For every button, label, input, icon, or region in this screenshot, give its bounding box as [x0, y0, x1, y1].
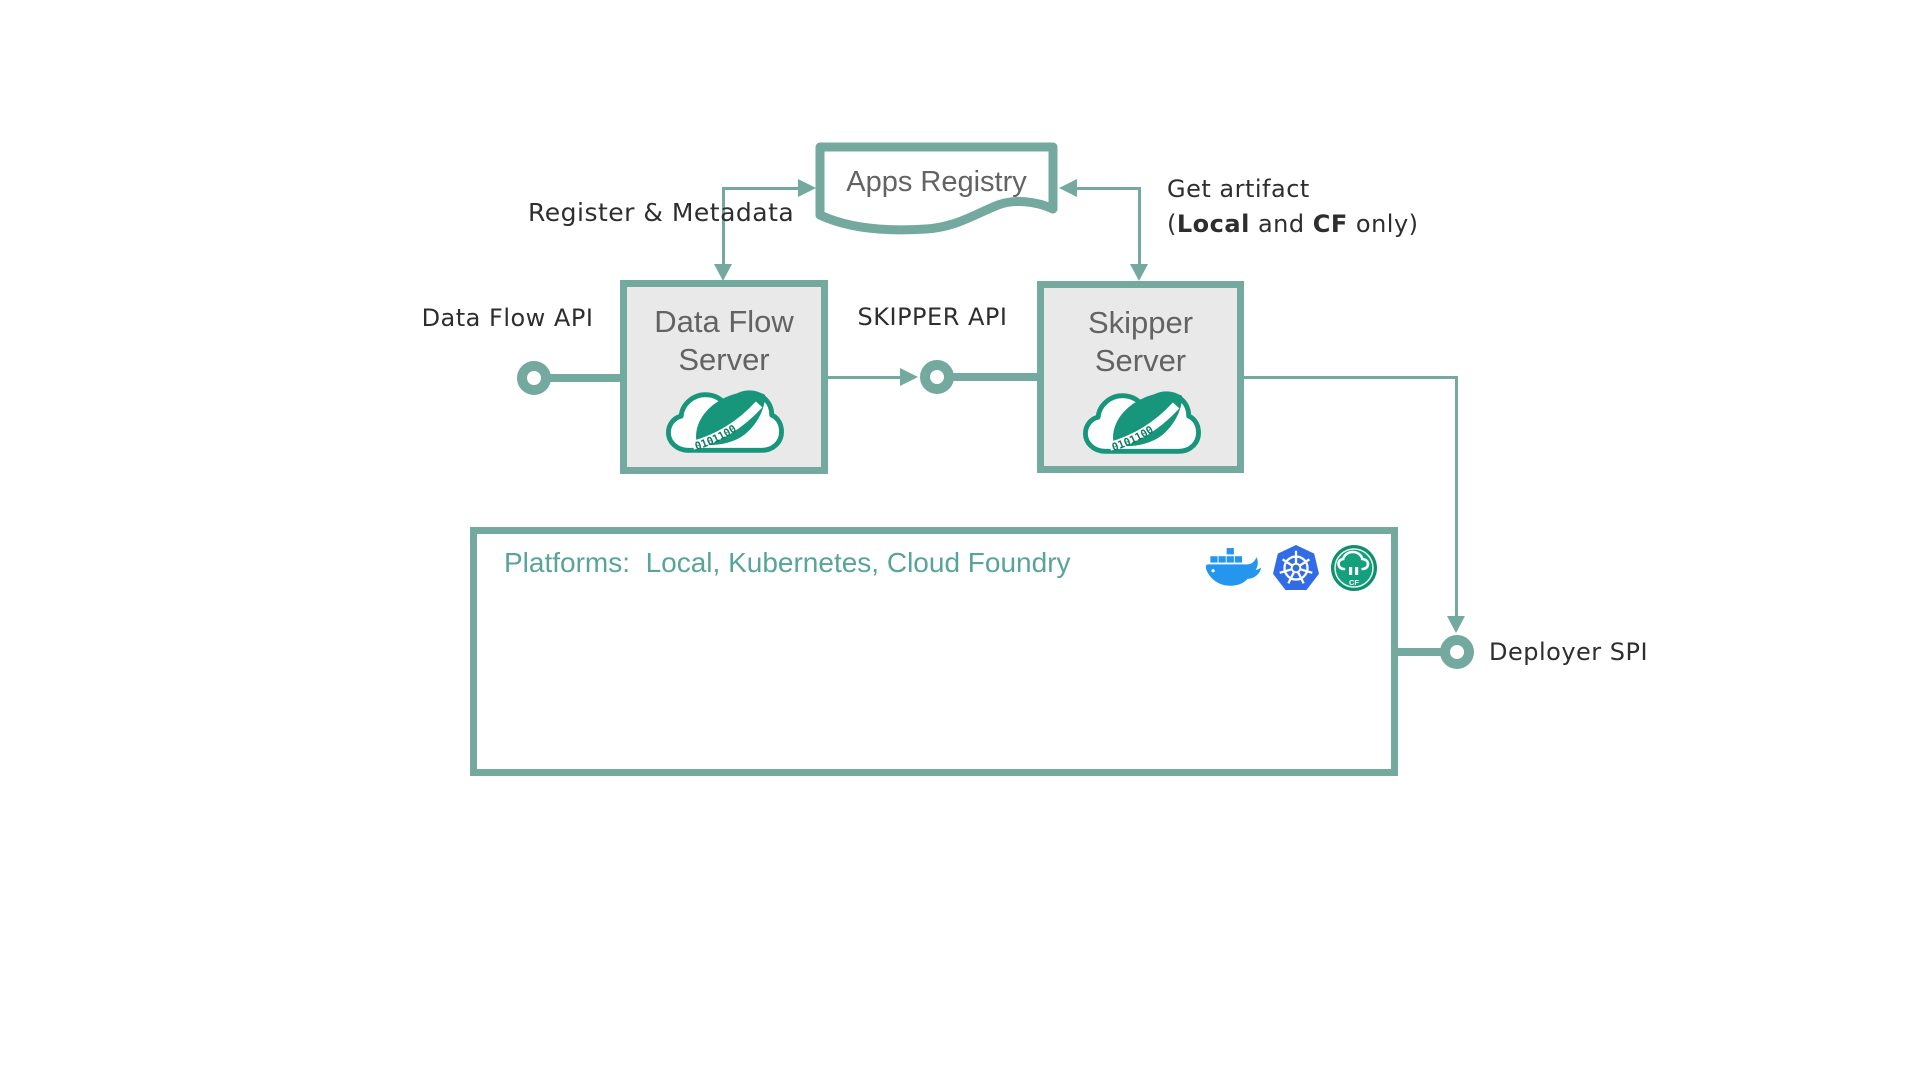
get-artifact-close: only): [1347, 210, 1419, 238]
get-artifact-line1: Get artifact: [1167, 175, 1310, 203]
register-arrowhead-into-dataflow-icon: [714, 264, 732, 281]
cf-badge-text: CF: [1349, 578, 1359, 587]
register-metadata-label: Register & Metadata: [528, 198, 795, 227]
get-artifact-label: Get artifact (Local and CF only): [1167, 172, 1419, 242]
deployer-arrowhead-icon: [1447, 616, 1465, 633]
get-artifact-cf: CF: [1312, 210, 1348, 238]
deployer-spi-lollipop-icon: [1440, 635, 1474, 669]
get-artifact-arrowhead-into-skipper-icon: [1130, 264, 1148, 281]
skipper-server-title-line1: Skipper: [1087, 305, 1194, 340]
skipper-api-label: SKIPPER API: [857, 303, 1008, 331]
get-artifact-arrowhead-into-registry-icon: [1059, 179, 1077, 197]
deployer-spi-label: Deployer SPI: [1489, 638, 1649, 666]
apps-registry-title: Apps Registry: [846, 166, 1027, 198]
docker-icon: [1205, 548, 1262, 586]
platforms-title: Platforms: Local, Kubernetes, Cloud Foun…: [504, 547, 1071, 579]
skipper-api-arrowhead-icon: [900, 368, 918, 386]
platform-icons-row: CF: [1204, 544, 1378, 592]
skipper-server-title-line2: Server: [1094, 343, 1187, 378]
get-artifact-open: (: [1167, 210, 1177, 238]
deployer-line-horizontal: [1244, 376, 1458, 379]
register-line-horizontal: [722, 187, 800, 190]
skipper-api-line-thick: [953, 373, 1037, 381]
data-flow-server-title-line2: Server: [678, 342, 770, 377]
platforms-value: Local, Kubernetes, Cloud Foundry: [645, 547, 1071, 578]
get-artifact-local: Local: [1176, 210, 1250, 238]
data-flow-api-line: [549, 374, 620, 382]
data-flow-api-lollipop-icon: [517, 361, 551, 395]
skipper-server-box: Skipper Server 0101100: [1037, 281, 1244, 473]
skipper-server-title: Skipper Server: [1088, 304, 1193, 380]
platforms-label: Platforms:: [504, 547, 631, 578]
get-artifact-line-vertical: [1138, 187, 1141, 264]
spring-cloud-logo-icon: 0101100: [665, 390, 784, 453]
apps-registry-shape: [815, 142, 1058, 235]
deployer-stub-line: [1395, 648, 1442, 656]
register-line-vertical: [722, 187, 725, 264]
get-artifact-and: and: [1249, 210, 1313, 238]
get-artifact-line-horizontal: [1077, 187, 1141, 190]
register-arrowhead-into-registry-icon: [798, 179, 816, 197]
cloud-foundry-icon: CF: [1331, 545, 1377, 591]
skipper-api-line-thin: [828, 376, 901, 379]
data-flow-server-title-line1: Data Flow: [654, 304, 794, 339]
data-flow-server-title: Data Flow Server: [654, 303, 794, 379]
data-flow-api-label: Data Flow API: [421, 304, 594, 332]
platforms-box: Platforms: Local, Kubernetes, Cloud Foun…: [470, 527, 1398, 776]
spring-cloud-logo-icon: 0101100: [1082, 391, 1201, 454]
deployer-line-vertical: [1455, 376, 1458, 616]
skipper-api-lollipop-icon: [920, 360, 954, 394]
kubernetes-icon: [1273, 545, 1319, 591]
data-flow-server-box: Data Flow Server 0101100: [620, 280, 828, 474]
